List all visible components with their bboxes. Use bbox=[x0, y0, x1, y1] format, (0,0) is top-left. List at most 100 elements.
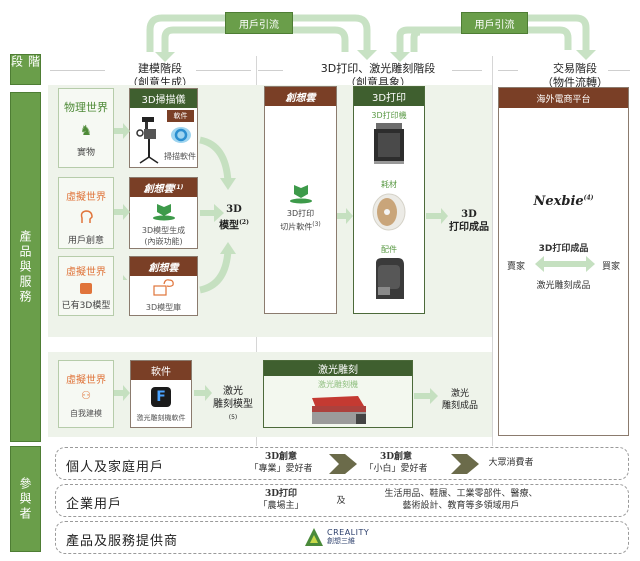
participant-segment: 生活用品、鞋履、工業零部件、醫療、 藝術設計、教育等多領域用戶 bbox=[361, 488, 561, 512]
footnote: (1) bbox=[173, 184, 184, 191]
laser-engraving-card: 激光雕刻 激光雕刻機 bbox=[263, 360, 413, 428]
caption-line: 3D模型生成 bbox=[141, 226, 186, 235]
trade-top-label: 3D打印成品 bbox=[538, 244, 589, 254]
participant-title: 企業用戶 bbox=[66, 497, 123, 512]
3d-model-output: 3D 模型(2) bbox=[216, 203, 252, 232]
arrow-right-icon bbox=[337, 208, 353, 224]
footnote: (5) bbox=[228, 414, 238, 421]
flow-arrowhead bbox=[390, 52, 410, 62]
item-label: 配件 bbox=[381, 245, 397, 254]
card-caption: 3D模型庫 bbox=[145, 303, 182, 312]
stage-trading-title: 交易階段 （物件流轉） bbox=[525, 62, 625, 90]
flow-line bbox=[396, 26, 462, 52]
card-header: 海外電商平台 bbox=[499, 88, 628, 108]
flow-arrowhead bbox=[155, 52, 175, 62]
card-header: 3D打印 bbox=[354, 87, 424, 106]
divider bbox=[498, 70, 518, 71]
flow-line bbox=[161, 26, 230, 52]
flow-arrowhead bbox=[576, 50, 596, 60]
laser-software-card: 軟件 F 激光雕刻機軟件 bbox=[130, 360, 192, 428]
segment-line: 「農場主」 bbox=[258, 501, 304, 511]
participant-segment: 3D創意 「小白」愛好者 bbox=[356, 451, 436, 475]
flow-line bbox=[293, 14, 371, 50]
divider bbox=[608, 70, 630, 71]
segment-line: 3D創意 bbox=[264, 452, 298, 462]
filament-dryer-icon bbox=[376, 258, 404, 299]
model-arrows bbox=[199, 136, 236, 294]
stage-subtitle-text: （物件流轉） bbox=[542, 76, 608, 89]
segment-line: 藝術設計、教育等多領域用戶 bbox=[402, 501, 520, 511]
divider bbox=[258, 70, 283, 71]
slicer-card: 創想雲 3D打印 切片軟件(3) bbox=[264, 86, 337, 314]
flow-arrowhead bbox=[357, 50, 377, 60]
divider bbox=[50, 70, 105, 71]
source-label: 自我建模 bbox=[70, 409, 102, 418]
participant-title: 產品及服務提供商 bbox=[66, 534, 179, 549]
footnote: (2) bbox=[239, 219, 249, 226]
column-divider bbox=[492, 56, 493, 446]
caption-line: (內嵌功能) bbox=[144, 237, 183, 246]
participant-segment: 大眾消費者 bbox=[488, 458, 534, 468]
virtual-world-box: 虛擬世界 用戶創意 bbox=[58, 177, 114, 249]
input-arrows bbox=[114, 123, 130, 280]
side-label-stage: 階段 bbox=[10, 54, 41, 85]
side-label-participants: 參與者 bbox=[10, 446, 41, 552]
progression-arrow-icon bbox=[451, 454, 479, 474]
stage-title-text: 交易階段 bbox=[553, 62, 597, 75]
scan-software-icon bbox=[171, 127, 191, 143]
participant-title: 個人及家庭用戶 bbox=[66, 460, 165, 475]
participant-row-individuals: 個人及家庭用戶 3D創意 「專業」愛好者 3D創意 「小白」愛好者 大眾消費者 bbox=[55, 447, 629, 480]
creality-cloud-logo-icon bbox=[289, 185, 312, 204]
logo-subtext: 創想三維 bbox=[327, 537, 355, 545]
card-header: 軟件 bbox=[131, 361, 191, 380]
output-line: 3D bbox=[226, 204, 242, 215]
stage-title-text: 3D打印、激光雕刻階段 bbox=[320, 62, 436, 75]
source-label: 實物 bbox=[76, 148, 95, 158]
overseas-ecommerce-card: 海外電商平台 Nexbie(4) 3D打印成品 賣家 買家 激光雕刻成品 bbox=[498, 87, 629, 436]
arrow-up-icon bbox=[220, 242, 236, 254]
3d-printing-card: 3D打印 3D打印機 耗材 配件 bbox=[353, 86, 425, 314]
caption-line: 切片軟件 bbox=[280, 222, 313, 232]
participant-segment: 3D打印 「農場主」 bbox=[241, 488, 321, 512]
laser-app-icon: F bbox=[151, 387, 171, 407]
segment-line: 3D創意 bbox=[379, 452, 413, 462]
card-caption: 3D模型生成 (內嵌功能) bbox=[130, 225, 197, 247]
flow-line bbox=[410, 28, 421, 52]
world-label: 物理世界 bbox=[64, 101, 108, 114]
segment-line: 「小白」愛好者 bbox=[364, 464, 428, 474]
trade-bottom-label: 激光雕刻成品 bbox=[536, 281, 591, 291]
item-label: 耗材 bbox=[381, 180, 397, 189]
cloud-sync-icon bbox=[152, 279, 174, 296]
caption-line: 3D打印 bbox=[286, 209, 315, 218]
laser-engraver-icon bbox=[312, 396, 366, 424]
laser-model-output: 激光 雕刻模型(5) bbox=[210, 385, 256, 427]
physical-world-box: 物理世界 ♞ 實物 bbox=[58, 88, 114, 168]
creality-logo-icon bbox=[305, 528, 323, 546]
card-header: 創想雲 bbox=[265, 87, 336, 106]
user-flow-arrows bbox=[146, 14, 596, 62]
footnote: (4) bbox=[583, 194, 594, 202]
world-label: 虛擬世界 bbox=[66, 192, 106, 203]
flow-line bbox=[293, 26, 349, 52]
3d-scanner-icon bbox=[136, 117, 159, 164]
segment-line: 3D打印 bbox=[264, 489, 298, 499]
laser-output: 激光 雕刻成品 bbox=[440, 388, 480, 412]
output-line: 3D bbox=[461, 209, 477, 220]
arrow-right-icon bbox=[414, 388, 438, 404]
scanner-card: 3D掃描儀 軟件 掃描軟件 bbox=[129, 88, 198, 168]
world-label: 虛擬世界 bbox=[66, 375, 106, 386]
software-badge: 軟件 bbox=[167, 110, 194, 122]
model-library-card: 創想雲 3D模型庫 bbox=[129, 256, 198, 316]
card-header: 創想雲(1) bbox=[130, 178, 197, 197]
divider bbox=[196, 70, 251, 71]
output-line: 雕刻成品 bbox=[441, 401, 478, 411]
self-modeling-box: 虛擬世界 ⚇ 自我建模 bbox=[58, 360, 114, 428]
output-line: 模型 bbox=[219, 220, 240, 232]
3d-print-output: 3D 打印成品 bbox=[446, 208, 492, 234]
card-caption: 3D打印 切片軟件(3) bbox=[265, 208, 336, 233]
source-label: 已有3D模型 bbox=[61, 301, 111, 311]
arrow-right-icon bbox=[194, 385, 212, 401]
segment-line: 生活用品、鞋履、工業零部件、醫療、 bbox=[384, 489, 538, 499]
card-header: 激光雕刻 bbox=[264, 361, 412, 376]
flow-line bbox=[528, 26, 572, 50]
